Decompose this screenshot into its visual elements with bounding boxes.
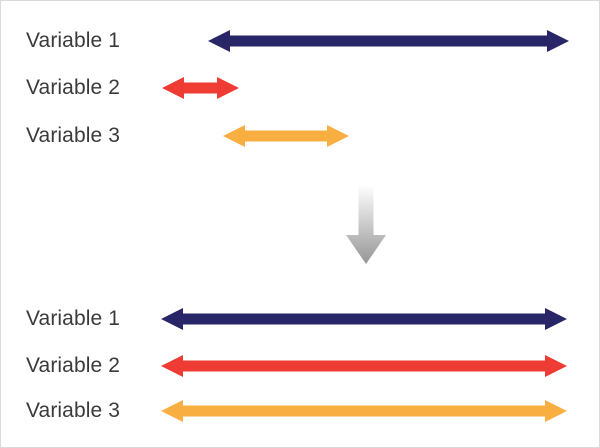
variable-label: Variable 1 [26,307,121,330]
downward-gradient-arrow-icon [345,185,387,265]
variable-label: Variable 2 [26,76,121,99]
variable-label: Variable 2 [26,354,121,377]
range-arrow-variable-2 [162,65,239,111]
transform-panel [1,173,599,283]
arrow-shape [161,308,567,330]
range-arrow-variable-1 [208,18,569,64]
arrow-shape [162,77,239,99]
variable-range-row: Variable 2 [1,343,599,389]
variable-label: Variable 1 [26,29,121,52]
variable-range-row: Variable 3 [1,113,599,159]
after-standardization-panel: Variable 1 Variable 2 Variable 3 [1,283,599,447]
arrow-shape [161,355,567,377]
variable-label: Variable 3 [26,399,121,422]
range-arrow-variable-3 [223,113,349,159]
variable-range-row: Variable 1 [1,18,599,64]
range-arrow-variable-1 [161,296,567,342]
arrow-shape [208,30,569,52]
variable-range-row: Variable 3 [1,388,599,434]
arrow-shape [161,400,567,422]
before-standardization-panel: Variable 1 Variable 2 Variable 3 [1,1,599,173]
variable-range-row: Variable 1 [1,296,599,342]
range-arrow-variable-2 [161,343,567,389]
arrow-shape [223,125,349,147]
variable-range-row: Variable 2 [1,65,599,111]
range-arrow-variable-3 [161,388,567,434]
variable-label: Variable 3 [26,124,121,147]
